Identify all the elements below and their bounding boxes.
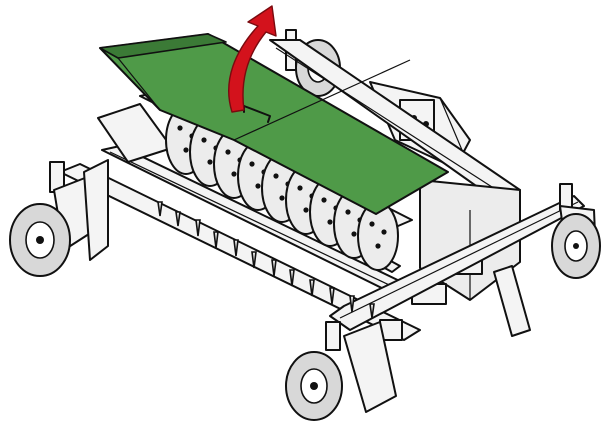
cover-top-flap <box>99 33 227 59</box>
tines <box>157 201 375 319</box>
left-caster-wheel <box>9 159 109 277</box>
right-caster-wheel <box>493 183 601 337</box>
front-caster-wheel <box>285 319 403 421</box>
lift-direction-arrow <box>228 5 277 113</box>
protective-cover <box>99 33 449 215</box>
